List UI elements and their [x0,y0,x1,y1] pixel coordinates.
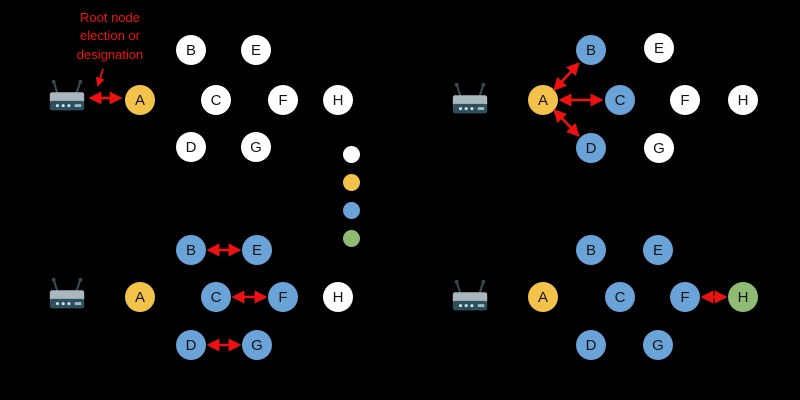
annotation-line-3: designation [76,46,144,62]
node-C: C [605,282,635,312]
router-icon [449,80,491,120]
node-G: G [242,330,272,360]
root-election-annotation: Root node election or designation [58,9,162,64]
annotation-line-1: Root node [80,10,140,25]
node-F: F [268,85,298,115]
router-icon [46,275,88,315]
node-C: C [201,85,231,115]
node-G: G [643,330,673,360]
legend-yellow-dot [343,174,360,191]
node-D: D [176,132,206,162]
node-F: F [670,282,700,312]
node-H: H [323,85,353,115]
node-A: A [125,282,155,312]
annotation-line-2: election or [80,28,140,44]
node-A: A [528,282,558,312]
node-B: B [176,235,206,265]
node-D: D [576,330,606,360]
node-E: E [242,235,272,265]
node-G: G [644,133,674,163]
arrow-A-B [553,62,580,91]
node-D: D [576,133,606,163]
node-C: C [605,85,635,115]
node-F: F [268,282,298,312]
node-H: H [728,282,758,312]
node-F: F [670,85,700,115]
node-C: C [201,282,231,312]
legend-green-dot [343,230,360,247]
node-B: B [576,235,606,265]
router-icon [449,277,491,317]
node-H: H [728,85,758,115]
node-E: E [643,235,673,265]
annotation-pointer-arrow [95,68,105,87]
node-H: H [323,282,353,312]
node-G: G [241,132,271,162]
arrow-A-D [553,109,580,137]
legend-white-dot [343,146,360,163]
router-icon [46,77,88,117]
node-E: E [241,35,271,65]
node-A: A [125,85,155,115]
legend-blue-dot [343,202,360,219]
node-D: D [176,330,206,360]
node-B: B [576,35,606,65]
node-E: E [644,33,674,63]
node-A: A [528,85,558,115]
node-B: B [176,35,206,65]
